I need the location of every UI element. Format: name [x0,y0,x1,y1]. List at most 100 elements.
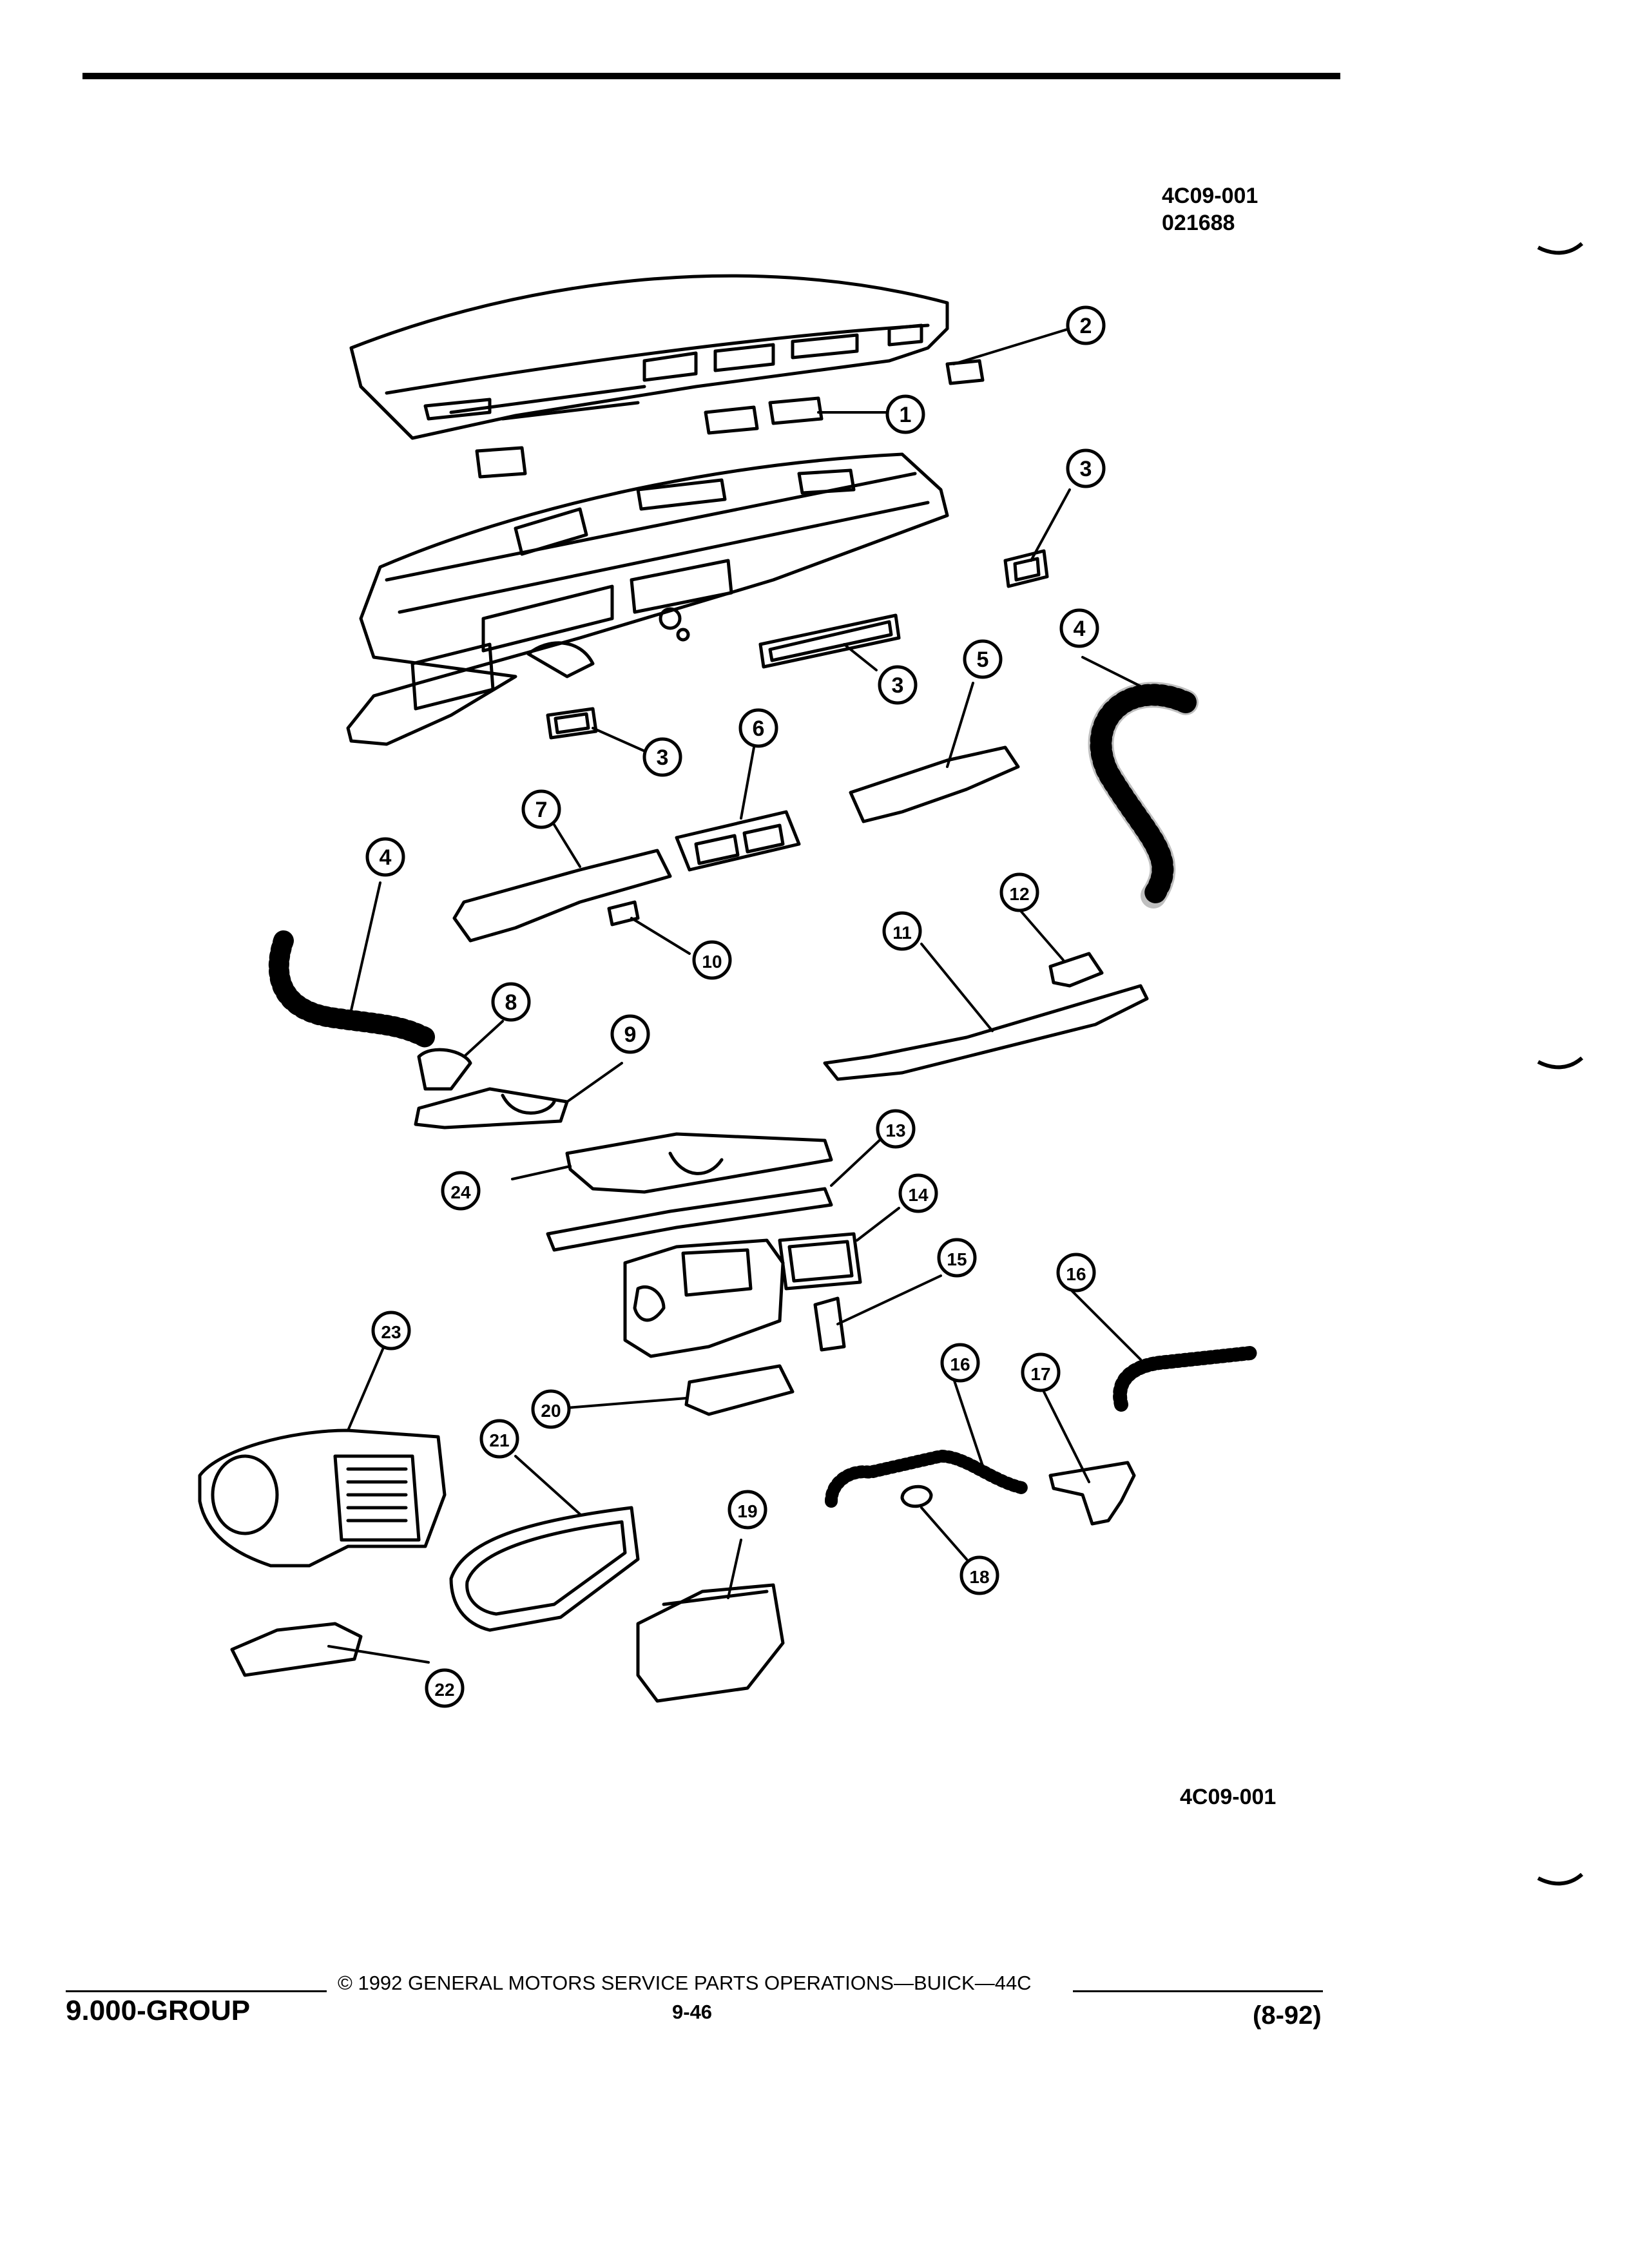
svg-text:21: 21 [489,1430,509,1450]
heater-case [623,1238,785,1358]
part-21-gasket [449,1506,640,1632]
callout-13: 13 [876,1109,916,1149]
part-3-gasket-right [1003,549,1049,588]
callout-12: 12 [999,872,1039,912]
footer-group: 9.000-GROUP [66,1995,251,2026]
callout-15: 15 [937,1238,977,1278]
footer-date: (8-92) [1253,2001,1322,2030]
figure-code: 4C09-001 [1162,184,1258,208]
part-16-hose-upper [1113,1346,1257,1412]
part-5-duct [849,745,1020,823]
part-11-duct [823,984,1149,1081]
footer-copyright: © 1992 GENERAL MOTORS SERVICE PARTS OPER… [338,1972,1032,1994]
callout-14: 14 [898,1173,938,1213]
svg-text:19: 19 [737,1501,757,1521]
figure-code-header: 4C09-001 021688 [1162,182,1258,236]
part-22-bracket [230,1622,363,1677]
part-16-hose-lower [825,1450,1031,1508]
svg-text:6: 6 [753,716,765,741]
part-15-seal [813,1296,846,1352]
svg-text:20: 20 [541,1401,561,1421]
part-3-gasket-center [758,613,901,669]
callout-10: 10 [692,940,732,980]
part-12-outlet [1048,952,1104,988]
footer-page-number: 9-46 [672,2001,713,2023]
svg-text:15: 15 [947,1249,967,1269]
instrument-panel-pad [349,274,985,479]
svg-text:10: 10 [702,952,722,972]
svg-text:16: 16 [950,1354,970,1374]
svg-text:14: 14 [908,1185,929,1205]
figure-code-bottom: 4C09-001 [1180,1785,1277,1809]
part-17-valve [1048,1461,1136,1526]
callout-21: 21 [479,1419,519,1459]
callout-6: 6 [738,708,778,748]
callout-11: 11 [882,911,922,951]
callout-17: 17 [1021,1352,1061,1392]
callout-7: 7 [521,789,561,829]
callout-24: 24 [441,1171,481,1211]
svg-text:3: 3 [1080,457,1092,481]
callout-4a: 4 [1059,608,1099,648]
part-23-blower-case [198,1428,447,1568]
part-7-duct [452,849,672,943]
svg-text:12: 12 [1009,884,1029,904]
svg-text:18: 18 [969,1567,989,1587]
callout-3c: 3 [642,737,682,777]
part-18-clamp [900,1485,933,1508]
svg-text:9: 9 [624,1023,637,1047]
footer-rule-right [1073,1990,1323,1992]
svg-text:11: 11 [892,923,912,943]
callout-5: 5 [963,639,1003,679]
instrument-panel-carrier [346,452,949,746]
callout-23: 23 [371,1311,411,1350]
leader-lines [327,327,1161,1664]
callout-3b: 3 [878,665,918,705]
svg-text:24: 24 [450,1182,471,1202]
svg-text:4: 4 [380,845,392,870]
svg-text:1: 1 [900,403,912,427]
svg-text:13: 13 [885,1120,905,1140]
callout-9: 9 [610,1014,650,1054]
svg-text:5: 5 [977,648,989,672]
callout-2: 2 [1066,305,1106,345]
callout-1: 1 [885,394,925,434]
binder-mark-bottom [1537,1873,1583,1886]
footer-rule-left [66,1990,327,1992]
svg-text:22: 22 [434,1680,454,1700]
figure-date-code: 021688 [1162,211,1235,235]
callout-3a: 3 [1066,448,1106,488]
part-13-seal [546,1187,833,1252]
svg-text:16: 16 [1066,1264,1086,1284]
top-rule [82,73,1340,79]
part-4-hose-right [1090,684,1197,907]
callout-16a: 16 [1056,1253,1096,1293]
part-8-adapter [417,1048,472,1091]
part-20-duct [684,1364,795,1416]
part-9-bracket [414,1087,569,1129]
part-14-gasket [778,1232,862,1291]
part-3-gasket-left [546,707,598,740]
svg-text:8: 8 [505,990,517,1015]
callout-22: 22 [425,1668,465,1708]
binder-mark-top [1537,242,1583,255]
callout-19: 19 [728,1490,767,1530]
callout-18: 18 [959,1555,999,1595]
part-19-heater-core [636,1583,785,1703]
callout-20: 20 [531,1389,571,1429]
part-24-cover [565,1132,833,1194]
svg-text:23: 23 [381,1322,401,1342]
callout-8: 8 [491,982,531,1022]
callouts: 1 2 3 3 3 4 4 5 6 7 8 9 10 11 12 13 14 1… [365,305,1106,1708]
svg-text:3: 3 [892,673,904,698]
part-10-clip [607,900,640,927]
callout-16b: 16 [940,1343,980,1383]
svg-text:7: 7 [535,798,548,822]
part-6-outlet [675,810,801,872]
svg-text:2: 2 [1080,314,1092,338]
part-4-hose-left [268,930,436,1048]
callout-4b: 4 [365,837,405,877]
svg-text:3: 3 [657,745,669,770]
binder-mark-middle [1537,1057,1583,1070]
